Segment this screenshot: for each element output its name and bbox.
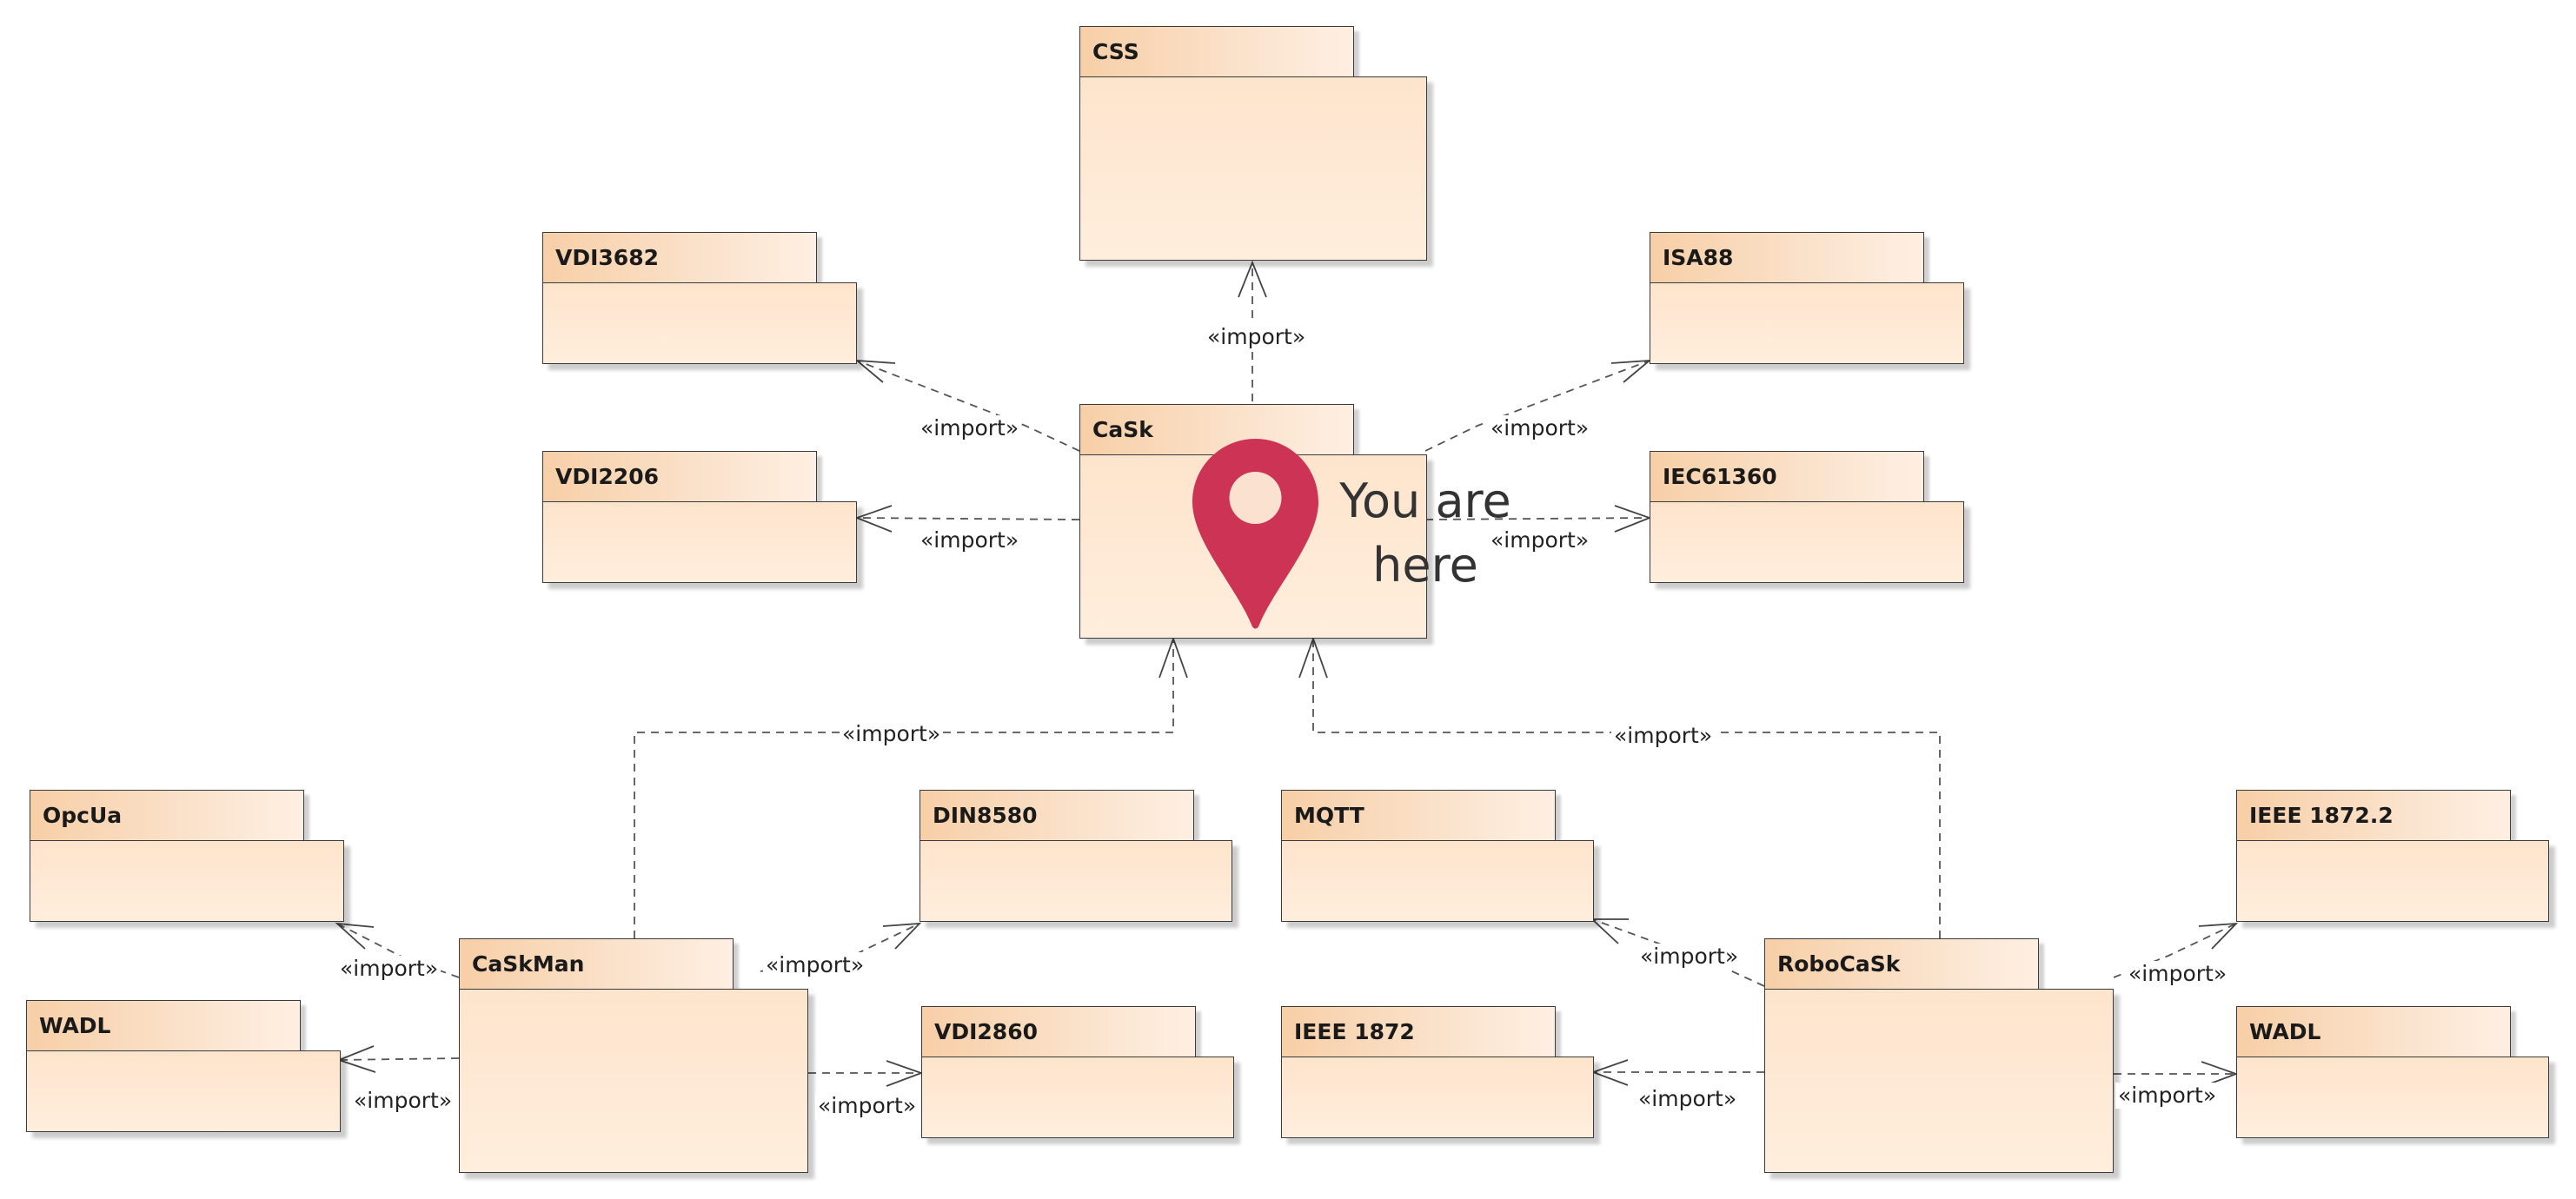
dep-label-caskman-opcua: «import» [337,956,442,982]
arrowhead-vdi2206 [854,505,893,533]
location-pin-icon [1192,439,1318,629]
dep-label-caskman-vdi2860: «import» [815,1093,920,1119]
package-din8580-name: DIN8580 [933,803,1038,828]
dep-label-caskman-wadl: «import» [351,1088,455,1114]
dep-line-caskman-wadl [338,1057,460,1061]
arrowhead-caskman-cask [1159,636,1188,679]
package-robocask-name: RoboCaSk [1777,951,1901,977]
arrowhead-din8580 [882,922,922,950]
package-css-name: CSS [1092,39,1139,64]
you-are-here-callout: You are here [1339,474,1511,593]
dep-label-cask-css: «import» [1205,324,1309,350]
arrowhead-robocask-cask [1298,636,1328,679]
dep-line-cask-vdi3682 [856,360,1080,452]
dep-label-cask-iec61360: «import» [1488,527,1592,553]
arrowhead-css [1238,260,1267,298]
arrowhead-ieee18722 [2198,922,2239,950]
package-vdi2860-name: VDI2860 [934,1019,1038,1044]
package-opcua-name: OpcUa [43,803,123,828]
package-ieee1872-name: IEEE 1872 [1294,1019,1415,1044]
package-isa88-name: ISA88 [1663,245,1734,270]
package-mqtt-name: MQTT [1294,803,1364,828]
arrowhead-isa88 [1610,359,1652,383]
dep-label-robocask-ieee18722: «import» [2126,961,2230,987]
dep-label-robocask-cask: «import» [1611,723,1716,749]
dep-line-cask-vdi2206 [856,517,1080,520]
dep-label-cask-vdi2206: «import» [918,527,1022,553]
package-vdi3682-name: VDI3682 [555,245,659,270]
dep-label-robocask-mqtt: «import» [1637,944,1742,970]
package-caskman-name: CaSkMan [472,951,585,977]
package-wadl-right-name: WADL [2249,1019,2321,1044]
dep-label-caskman-din8580: «import» [763,952,867,978]
package-wadl-left-name: WADL [39,1013,111,1038]
arrowhead-mqtt [1590,918,1629,944]
package-vdi2206-name: VDI2206 [555,464,659,489]
dep-label-cask-isa88: «import» [1488,415,1592,441]
arrowhead-vdi3682 [854,359,896,383]
arrowhead-opcua [335,922,375,950]
dep-line-cask-isa88 [1424,360,1650,452]
dep-label-robocask-wadl: «import» [2115,1083,2220,1109]
dep-line-cask-iec61360 [1424,517,1650,520]
package-cask-name: CaSk [1092,417,1153,442]
dep-label-robocask-ieee1872: «import» [1636,1086,1740,1112]
dep-label-caskman-cask: «import» [840,721,944,747]
package-ieee18722-name: IEEE 1872.2 [2249,803,2393,828]
dep-label-cask-vdi3682: «import» [918,415,1022,441]
package-iec61360-name: IEC61360 [1663,464,1777,489]
